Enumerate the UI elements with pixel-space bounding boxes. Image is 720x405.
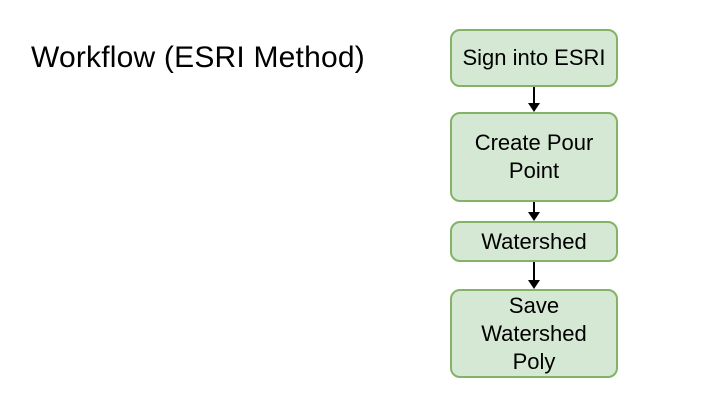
arrow-head-icon [528,103,540,112]
arrow-down-icon [450,87,618,112]
arrow-down-icon [450,262,618,289]
arrow-shaft [533,202,535,212]
flow-node-watershed: Watershed [450,221,618,262]
arrow-shaft [533,87,535,103]
flow-node-save-watershed-poly: Save Watershed Poly [450,289,618,378]
workflow-flowchart: Sign into ESRI Create Pour Point Watersh… [450,29,618,378]
flow-node-sign-into-esri: Sign into ESRI [450,29,618,87]
arrow-shaft [533,262,535,280]
arrow-head-icon [528,212,540,221]
slide-title: Workflow (ESRI Method) [31,41,365,74]
arrow-down-icon [450,202,618,221]
arrow-head-icon [528,280,540,289]
flow-node-create-pour-point: Create Pour Point [450,112,618,202]
